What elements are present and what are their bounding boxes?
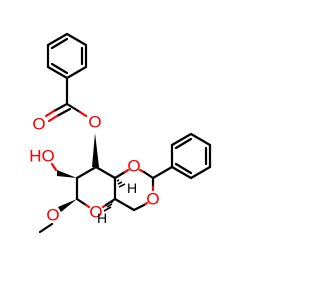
pyranose-ring [75, 165, 117, 209]
ester-oxygen-label: O [88, 113, 101, 132]
dioxane-oxygen-bottom-label: O [146, 190, 159, 209]
methoxy-oxygen-label: O [46, 206, 59, 225]
benzylidene-phenyl-ring [170, 132, 212, 180]
bond-acetal-phenyl [151, 165, 174, 180]
dioxane-ring [113, 168, 155, 212]
carbonyl-double-bond [44, 102, 72, 123]
h-label-top: H [127, 180, 137, 196]
dioxane-oxygen-top-label: O [127, 157, 140, 176]
bond-methoxy-methyl [38, 222, 54, 234]
molecule-canvas: O O O O O [29, 32, 212, 234]
hydroxyl-label: HO [29, 147, 55, 166]
pyranose-oxygen-label: O [89, 203, 102, 222]
h-label-bottom: H [97, 210, 107, 226]
bond-carbonyl-ester-o [65, 102, 82, 114]
hashed-bond-c5-h [103, 200, 114, 212]
structure-diagram: O O O O O [29, 32, 212, 234]
bold-bond-c2-oh [57, 170, 77, 178]
wedge-c1-methoxy [58, 199, 77, 212]
carbonyl-oxygen-label: O [32, 115, 45, 134]
benzoyl-phenyl-ring [46, 32, 88, 80]
wedge-ester-o-c3 [92, 133, 99, 167]
hashed-bond-c4-h [116, 179, 126, 188]
